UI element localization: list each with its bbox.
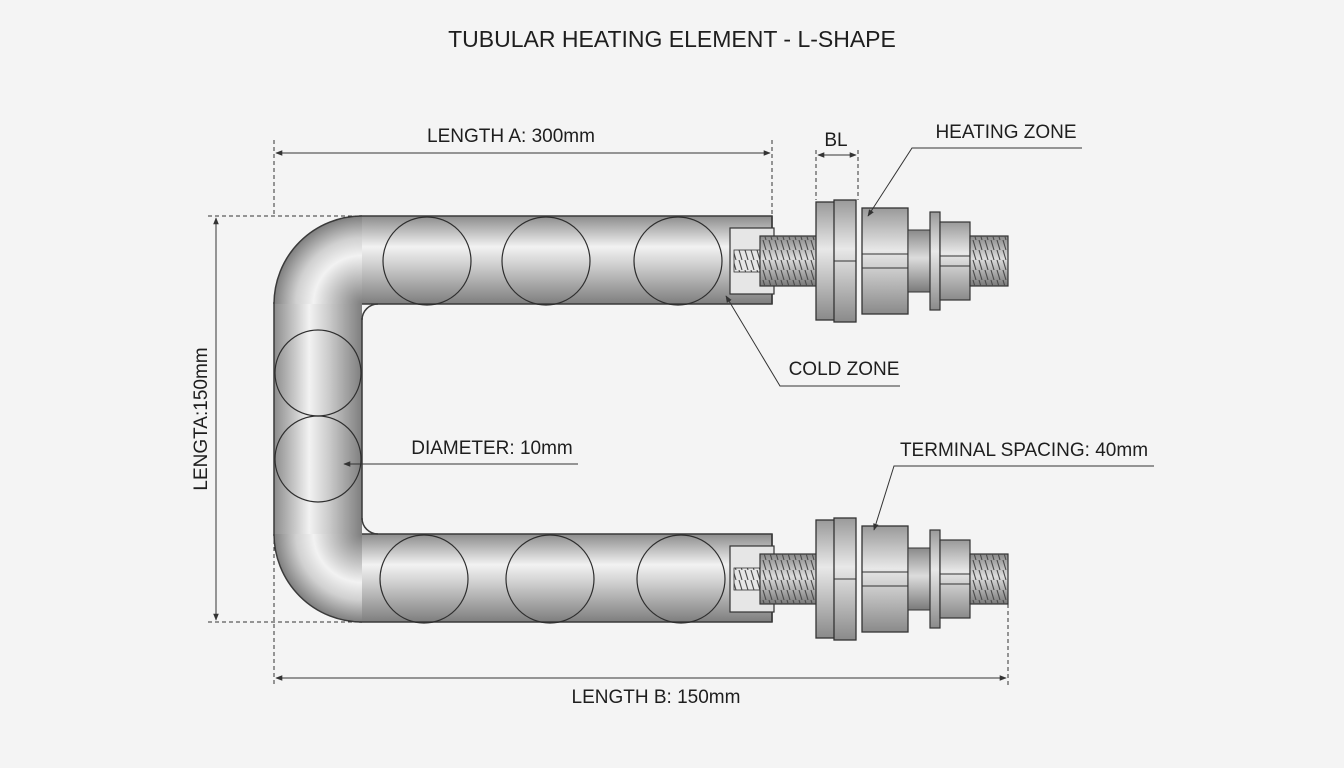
diagram-title: TUBULAR HEATING ELEMENT - L-SHAPE (448, 26, 896, 52)
terminal-top (729, 199, 1009, 323)
vertical-length-label: LENGTA:150mm (191, 347, 212, 490)
leader-lines (343, 147, 1154, 531)
terminal-bottom (729, 517, 1009, 641)
cold-zone-label: COLD ZONE (789, 359, 900, 380)
terminal-spacing-label: TERMINAL SPACING: 40mm (900, 440, 1148, 461)
length-a-label: LENGTH A: 300mm (427, 126, 595, 147)
bl-label: BL (824, 130, 847, 151)
cross-section-circles (274, 216, 726, 624)
diameter-label: DIAMETER: 10mm (411, 438, 573, 459)
heating-tube (273, 215, 773, 623)
length-b-label: LENGTH B: 150mm (572, 687, 741, 708)
heating-zone-label: HEATING ZONE (935, 122, 1076, 143)
dimension-lines (208, 140, 1009, 686)
